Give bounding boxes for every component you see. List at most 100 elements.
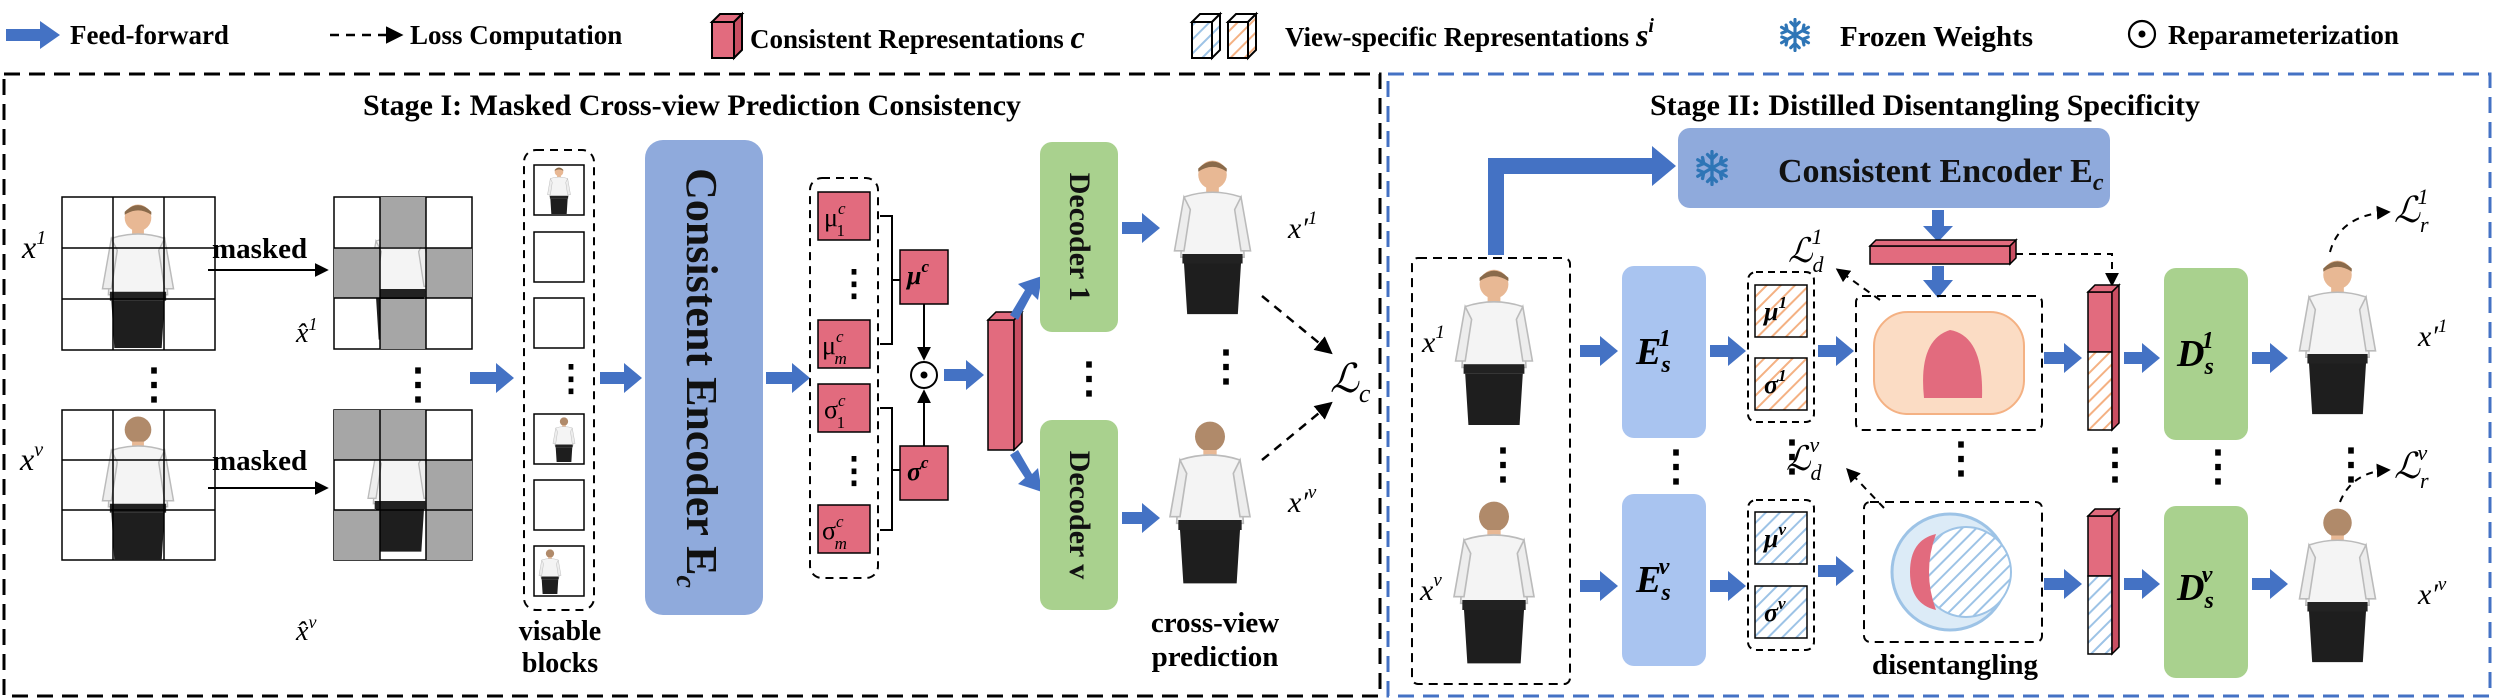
stage2-input-viewv <box>1453 500 1535 665</box>
concat-bar-1 <box>2086 283 2121 432</box>
view-specific-repr-icon <box>1189 11 1259 61</box>
c-to-concat-dashed <box>2016 253 2119 287</box>
loss-arrow-out1 <box>1261 295 1333 355</box>
ff-arrow-concat1-to-ds1 <box>2124 343 2160 373</box>
dots-specific-params: ⋮ <box>1771 434 1813 480</box>
consistent-encoder-stage2 <box>1678 128 2110 208</box>
sig1-label: σ1 <box>1764 366 1787 399</box>
loss-dv-label: ℒdv <box>1786 432 1823 485</box>
sigv-label: σv <box>1764 594 1786 627</box>
masked-label-1: masked <box>212 233 307 265</box>
dots-outputs: ⋮ <box>1205 344 1247 390</box>
dots-stage2-outputs: ⋮ <box>2330 442 2372 488</box>
sigma-c-label: σc <box>907 453 929 486</box>
visible-blocks-label-2: blocks <box>522 648 598 679</box>
stage2-label-out1: x′1 <box>2417 316 2447 353</box>
reparam-icon <box>2127 19 2157 49</box>
ff-arrow-concatv-to-dsv <box>2124 569 2160 599</box>
legend-reparam: Reparameterization <box>2168 20 2399 50</box>
ff-arrow-disv-to-concat <box>2044 569 2082 599</box>
dots-concat: ⋮ <box>2094 442 2136 488</box>
ff-arrow-to-decoderv <box>1010 450 1042 492</box>
stage1-title: Stage I: Masked Cross-view Prediction Co… <box>363 89 1021 122</box>
label-xhatv: x̂v <box>295 612 316 647</box>
param-column <box>809 177 879 579</box>
ff-arrow-c-to-disentangle <box>1923 266 1953 298</box>
ff-arrow-to-latent <box>944 360 984 390</box>
disentangle-inner-v <box>1920 526 2012 618</box>
specific-params-v-group <box>1747 499 1815 651</box>
decoder-v-label: Decoder v <box>1063 451 1096 580</box>
ff-arrow-to-decoder1 <box>1010 276 1042 320</box>
label-xv: xv <box>19 439 43 477</box>
masked-grid-view1 <box>333 196 473 350</box>
ff-arrow-to-params <box>766 363 810 393</box>
loss-d1-arrow <box>1835 268 1881 301</box>
mu1-cell <box>1754 284 1808 338</box>
legend-loss: Loss Computation <box>410 20 622 50</box>
dots-inputs: ⋮ <box>133 362 175 408</box>
consistent-repr-icon <box>709 11 745 61</box>
disentangling-label: disentangling <box>1872 649 2038 681</box>
concat-bar-v <box>2086 507 2121 656</box>
prediction-label-1: cross-view <box>1151 607 1279 639</box>
dots-mu: ⋮ <box>836 263 872 303</box>
loss-dv-arrow <box>1846 467 1885 509</box>
loss-r1-label: ℒr1 <box>2394 184 2429 237</box>
specific-decoder-1 <box>2164 268 2248 440</box>
loss-rv-arrow <box>2339 463 2391 503</box>
sigv-cell <box>1754 585 1808 639</box>
masked-label-v: masked <box>212 445 307 477</box>
specific-decoder-1-label: Ds1 <box>2176 328 2214 380</box>
feed-forward-arrow-icon <box>6 21 60 49</box>
ff-arrow-to-outv <box>1122 503 1160 533</box>
latent-c-bar <box>986 310 1024 452</box>
ff-arrow-to-encoder <box>600 363 642 393</box>
legend: Feed-forward Loss Computation Consistent… <box>6 11 2399 61</box>
stage2-output-view1 <box>2298 259 2377 416</box>
masked-grid-viewv <box>333 409 473 561</box>
specific-params-1-group <box>1747 271 1815 423</box>
consistent-encoder-stage2-label: Consistent Encoder Ec <box>1778 153 2104 196</box>
mu1-label: μ1 <box>1762 293 1787 326</box>
muv-label: μv <box>1762 520 1786 553</box>
label-x1: x1 <box>21 227 46 265</box>
mu1c-cell <box>817 191 871 241</box>
mu-c-label: μc <box>905 257 929 290</box>
dots-sigma: ⋮ <box>836 450 872 490</box>
ff-arrow-paramsv-to-dis <box>1818 556 1854 586</box>
loss-r1-arrow <box>2329 205 2391 253</box>
bracket-sigma <box>880 407 900 531</box>
stage2-title: Stage II: Distilled Disentangling Specif… <box>1650 89 2200 122</box>
specific-encoder-v <box>1622 494 1706 666</box>
specific-decoder-v <box>2164 506 2248 678</box>
reparam-node <box>910 361 938 389</box>
ff-arrow-es1-to-params <box>1710 336 1746 366</box>
legend-view-specific: View-specific Representations si <box>1285 15 1654 53</box>
label-xhat1: x̂1 <box>295 314 317 349</box>
visible-blocks-label-1: visable <box>519 616 601 647</box>
mu-c-cell <box>899 249 949 305</box>
legend-frozen: Frozen Weights <box>1840 21 2033 53</box>
loss-arrow-outv <box>1261 401 1333 461</box>
label-outv: x′v <box>1287 482 1317 519</box>
specific-encoder-1 <box>1622 266 1706 438</box>
stage2-frame <box>1386 72 2492 698</box>
ff-arrow-to-esv <box>1580 571 1618 601</box>
stage2-label-outv: x′v <box>2417 574 2447 611</box>
disentangle-box-v <box>1863 501 2043 643</box>
sig1-cell <box>1754 357 1808 411</box>
output-image-view1 <box>1173 159 1252 316</box>
mumc-cell <box>817 319 871 369</box>
latent-c-bar-horizontal <box>1868 238 2018 266</box>
visible-blocks-column <box>523 149 595 611</box>
dots-stage2-inputs: ⋮ <box>1482 442 1524 488</box>
decoder-v <box>1040 420 1118 610</box>
dots-specific-encoders: ⋮ <box>1655 444 1697 490</box>
decoder-1 <box>1040 142 1118 332</box>
consistent-encoder-stage1 <box>645 140 763 615</box>
disentangle-overlap-1 <box>1923 330 1983 398</box>
